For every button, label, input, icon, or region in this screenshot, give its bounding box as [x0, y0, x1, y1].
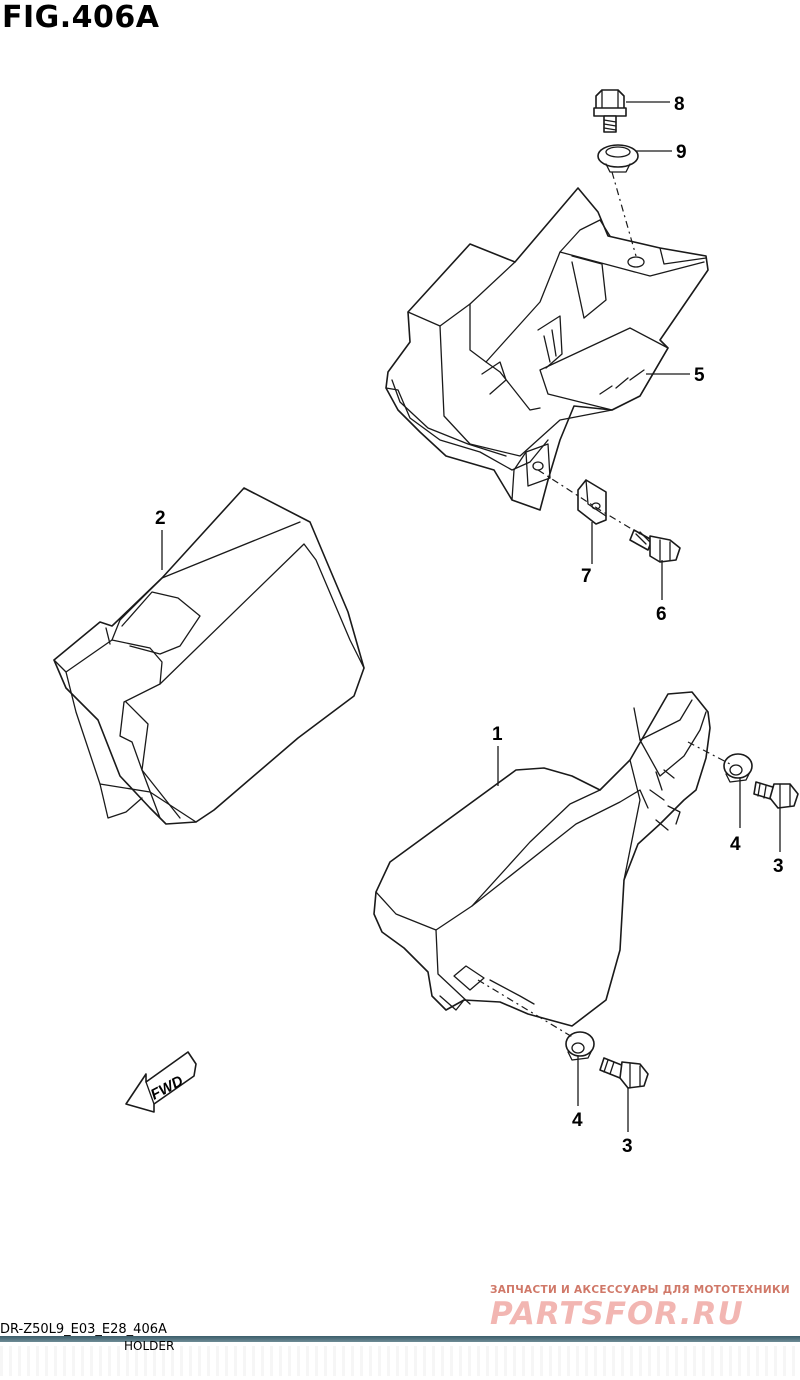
part-4-washer-upper[interactable] [723, 753, 753, 783]
callout-4-upper: 4 [730, 834, 741, 855]
part-2-cover[interactable] [53, 487, 365, 825]
figure-title: FIG.406A [2, 0, 160, 35]
watermark-tagline: ЗАПЧАСТИ И АКСЕССУАРЫ ДЛЯ МОТОТЕХНИКИ [490, 1284, 790, 1296]
part-6-bolt[interactable] [629, 529, 681, 563]
callout-3-upper: 3 [773, 856, 784, 877]
callout-8: 8 [674, 94, 685, 115]
part-1-guard[interactable] [373, 691, 711, 1027]
part-8-bolt[interactable] [593, 89, 627, 133]
part-9-grommet[interactable] [597, 144, 639, 173]
alignment-lines [477, 171, 731, 1039]
callout-4-lower: 4 [572, 1110, 583, 1131]
callout-6: 6 [656, 604, 667, 625]
forward-arrow-icon [125, 1051, 197, 1113]
scan-artifact-noise [0, 1346, 800, 1376]
footer-subtitle: HOLDER [124, 1339, 175, 1353]
fwd-direction-marker: FWD [125, 1051, 197, 1113]
watermark-logo: PARTSFOR.RU [490, 1296, 744, 1332]
callout-3-lower: 3 [622, 1136, 633, 1157]
callout-5: 5 [694, 365, 705, 386]
part-5-holder-tray[interactable] [385, 187, 709, 511]
callout-7: 7 [581, 566, 592, 587]
callout-numbers: 8 9 5 7 6 2 1 4 3 4 3 [155, 94, 784, 1157]
part-3-bolt-lower[interactable] [599, 1057, 649, 1089]
callout-1: 1 [492, 724, 503, 745]
part-4-washer-lower[interactable] [565, 1031, 595, 1061]
part-3-bolt-upper[interactable] [753, 781, 799, 809]
callout-2: 2 [155, 508, 166, 529]
callout-9: 9 [676, 142, 687, 163]
part-7-clip-nut[interactable] [577, 479, 607, 525]
leader-lines [161, 101, 781, 1132]
footer-figure-code: DR-Z50L9_E03_E28_406A [0, 1322, 167, 1337]
scan-artifact-bar [0, 1336, 800, 1342]
